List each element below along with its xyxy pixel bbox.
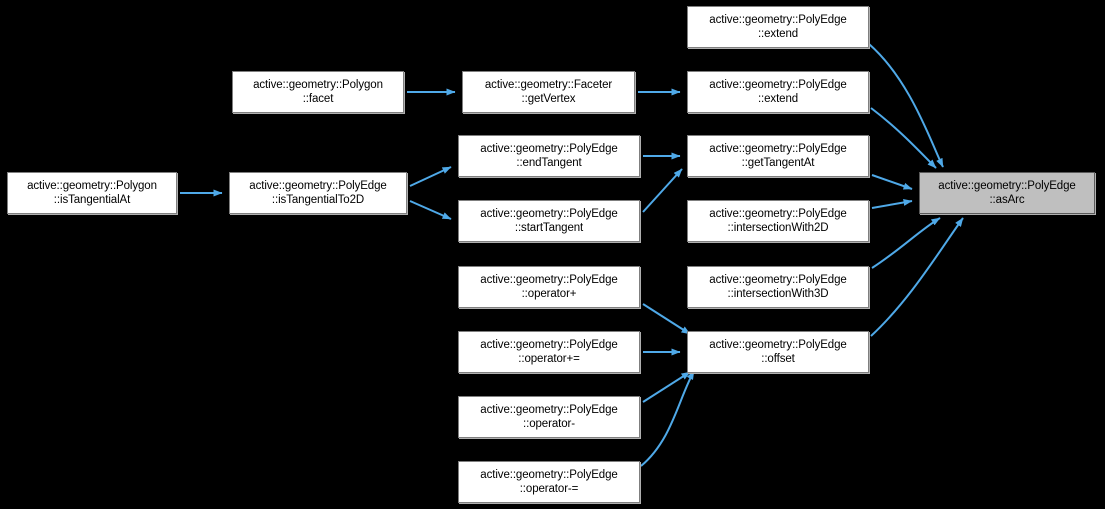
graph-edge-polyedge-getTangentAt-to-polyedge-asArc — [871, 174, 913, 190]
graph-node-label: active::geometry::PolyEdge ::operator+ — [480, 274, 618, 300]
graph-node-polyedge-operator-minus[interactable]: active::geometry::PolyEdge ::operator- — [458, 396, 640, 438]
graph-node-label: active::geometry::PolyEdge ::extend — [709, 79, 847, 105]
graph-node-label: active::geometry::Polygon ::facet — [253, 79, 383, 105]
graph-node-label: active::geometry::PolyEdge ::getTangentA… — [709, 143, 847, 169]
graph-node-polygon-isTangentialAt[interactable]: active::geometry::Polygon ::isTangential… — [7, 172, 177, 214]
graph-node-label: active::geometry::PolyEdge ::asArc — [938, 180, 1076, 206]
graph-edge-polyedge-operator-minus-eq-to-polyedge-offset — [640, 370, 695, 467]
graph-node-polyedge-intersectionWith3D[interactable]: active::geometry::PolyEdge ::intersectio… — [687, 266, 869, 308]
graph-node-label: active::geometry::Polygon ::isTangential… — [27, 180, 157, 206]
graph-edge-polyedge-isTangentialTo2D-to-polyedge-startTangent — [409, 200, 452, 220]
graph-edge-polyedge-isTangentialTo2D-to-polyedge-endTangent — [409, 166, 452, 187]
graph-node-label: active::geometry::PolyEdge ::operator- — [480, 404, 618, 430]
graph-node-label: active::geometry::PolyEdge ::isTangentia… — [249, 180, 387, 206]
graph-node-polyedge-operator-plus[interactable]: active::geometry::PolyEdge ::operator+ — [458, 266, 640, 308]
graph-node-polyedge-extend-2[interactable]: active::geometry::PolyEdge ::extend — [687, 71, 869, 113]
graph-edge-polyedge-operator-minus-to-polyedge-offset — [642, 371, 691, 403]
graph-node-label: active::geometry::PolyEdge ::operator+= — [480, 339, 618, 365]
graph-node-polyedge-offset[interactable]: active::geometry::PolyEdge ::offset — [687, 331, 869, 373]
graph-node-faceter-getVertex[interactable]: active::geometry::Faceter ::getVertex — [462, 71, 635, 113]
graph-edge-polyedge-offset-to-polyedge-asArc — [870, 217, 964, 337]
graph-edge-polyedge-startTangent-to-polyedge-getTangentAt — [642, 168, 683, 213]
graph-node-label: active::geometry::PolyEdge ::startTangen… — [480, 208, 618, 234]
graph-node-polyedge-operator-plus-eq[interactable]: active::geometry::PolyEdge ::operator+= — [458, 331, 640, 373]
graph-node-polyedge-extend-1[interactable]: active::geometry::PolyEdge ::extend — [687, 6, 869, 48]
graph-node-polyedge-getTangentAt[interactable]: active::geometry::PolyEdge ::getTangentA… — [687, 135, 869, 177]
graph-node-label: active::geometry::PolyEdge ::intersectio… — [709, 208, 847, 234]
graph-node-polyedge-isTangentialTo2D[interactable]: active::geometry::PolyEdge ::isTangentia… — [229, 172, 407, 214]
graph-node-label: active::geometry::PolyEdge ::endTangent — [480, 143, 618, 169]
graph-node-label: active::geometry::PolyEdge ::offset — [709, 339, 847, 365]
graph-edge-polyedge-intersectionWith3D-to-polyedge-asArc — [871, 217, 941, 269]
graph-edge-polyedge-extend-2-to-polyedge-asArc — [870, 107, 937, 169]
graph-node-polyedge-endTangent[interactable]: active::geometry::PolyEdge ::endTangent — [458, 135, 640, 177]
graph-edge-polyedge-intersectionWith2D-to-polyedge-asArc — [871, 199, 913, 209]
graph-node-polyedge-startTangent[interactable]: active::geometry::PolyEdge ::startTangen… — [458, 200, 640, 242]
graph-node-label: active::geometry::PolyEdge ::intersectio… — [709, 274, 847, 300]
graph-edge-polyedge-operator-plus-to-polyedge-offset — [642, 303, 691, 335]
graph-node-label: active::geometry::PolyEdge ::operator-= — [480, 469, 618, 495]
graph-node-label: active::geometry::PolyEdge ::extend — [709, 14, 847, 40]
graph-node-polyedge-operator-minus-eq[interactable]: active::geometry::PolyEdge ::operator-= — [458, 461, 640, 503]
graph-node-polyedge-intersectionWith2D[interactable]: active::geometry::PolyEdge ::intersectio… — [687, 200, 869, 242]
graph-node-polygon-facet[interactable]: active::geometry::Polygon ::facet — [232, 71, 404, 113]
graph-edge-polyedge-extend-1-to-polyedge-asArc — [868, 43, 944, 168]
graph-node-label: active::geometry::Faceter ::getVertex — [484, 79, 613, 105]
graph-node-polyedge-asArc[interactable]: active::geometry::PolyEdge ::asArc — [919, 172, 1095, 214]
